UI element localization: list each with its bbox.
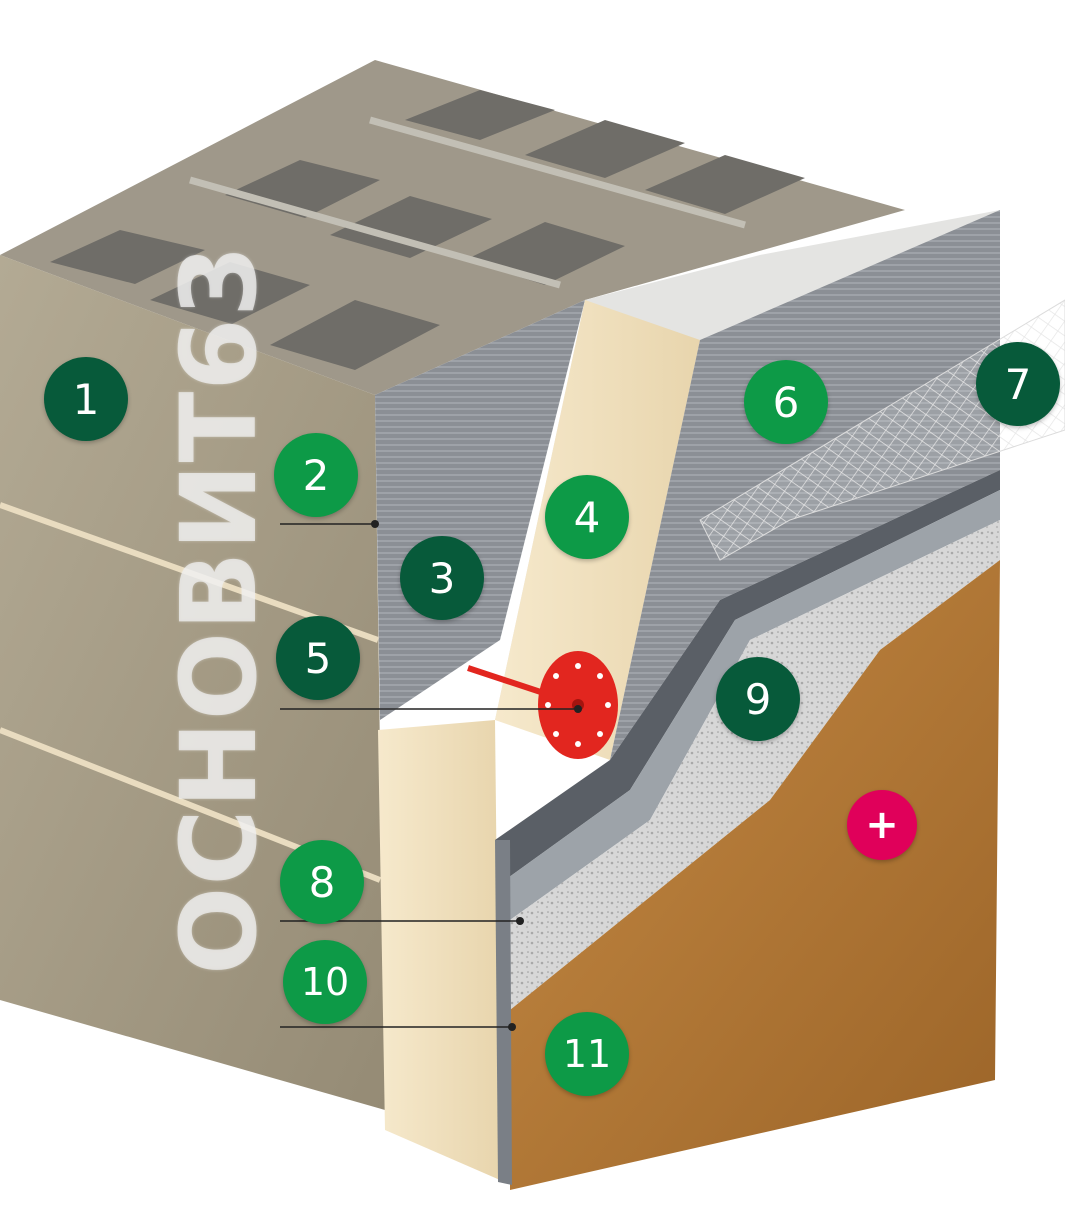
layer-marker-10[interactable]: 10 — [283, 940, 367, 1024]
reinforcing-mesh — [699, 299, 1065, 561]
layer-marker-9[interactable]: 9 — [716, 657, 800, 741]
layer-marker-6[interactable]: 6 — [744, 360, 828, 444]
finish-paint-layer — [510, 560, 1000, 1190]
layer-marker-7[interactable]: 7 — [976, 342, 1060, 426]
block-cells — [50, 90, 805, 370]
layer-marker-2[interactable]: 2 — [274, 433, 358, 517]
layer-marker-5[interactable]: 5 — [276, 616, 360, 700]
layer-marker-3[interactable]: 3 — [400, 536, 484, 620]
layer-marker-1[interactable]: 1 — [44, 357, 128, 441]
layer-marker-8[interactable]: 8 — [280, 840, 364, 924]
foam-board-front — [378, 720, 500, 1180]
decorative-plaster-layer — [510, 520, 1000, 1010]
brand-watermark: ОСНОВИТ63 — [158, 243, 280, 975]
layer-marker-4[interactable]: 4 — [545, 475, 629, 559]
layer-marker-11[interactable]: 11 — [545, 1012, 629, 1096]
expand-plus-button[interactable]: + — [847, 790, 917, 860]
primer-layer — [505, 490, 1000, 920]
